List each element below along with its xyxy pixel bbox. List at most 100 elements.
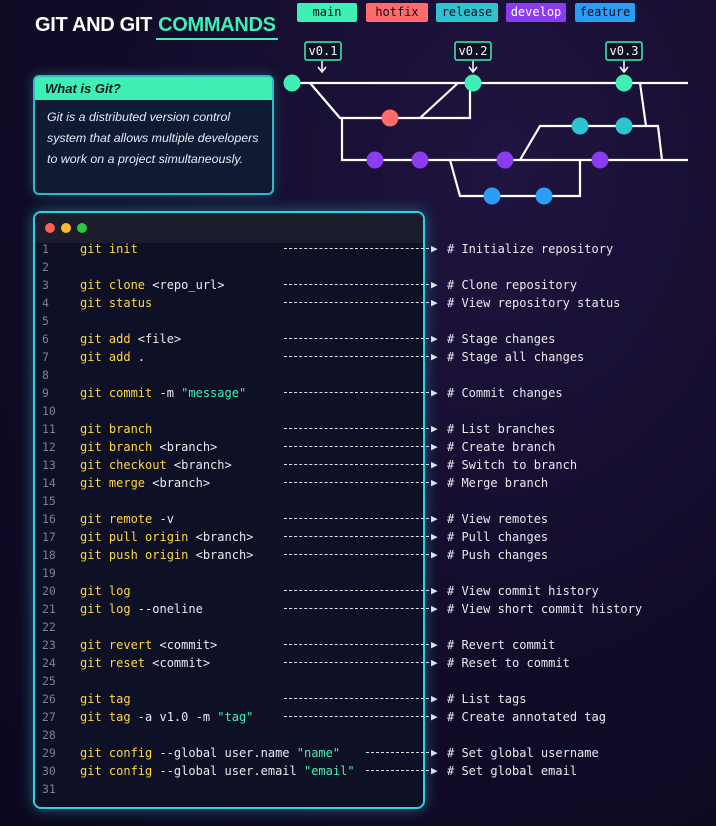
commit-hotfix: [381, 109, 399, 127]
command-comment: # Revert commit: [447, 638, 556, 652]
merge-line-1: [419, 82, 459, 119]
dashed-arrow: [284, 302, 434, 303]
commit-release-2: [615, 117, 633, 135]
command-keyword: git pull origin: [80, 530, 189, 544]
command-text: git tag -a v1.0 -m "tag": [80, 708, 253, 726]
command-string: "tag": [217, 710, 254, 724]
develop-branch-line: [340, 118, 688, 162]
command-text: git pull origin <branch>: [80, 528, 253, 546]
terminal-window: [33, 211, 425, 809]
command-text: git reset <commit>: [80, 654, 210, 672]
line-number: 6: [42, 332, 49, 346]
title-main: GIT AND GIT: [35, 14, 153, 36]
command-text: git config --global user.email "email": [80, 762, 355, 780]
command-argument: .: [130, 350, 146, 364]
arrow-head-icon: ▶: [431, 638, 438, 651]
command-row: 22: [0, 618, 716, 636]
command-comment: # Stage changes: [447, 332, 556, 346]
command-text: git status: [80, 294, 152, 312]
line-number: 10: [42, 404, 56, 418]
legend-main: main: [297, 3, 357, 22]
command-keyword: git commit: [80, 386, 153, 400]
line-number: 1: [42, 242, 49, 256]
line-number: 18: [42, 548, 56, 562]
arrow-head-icon: ▶: [431, 764, 438, 777]
arrow-head-icon: ▶: [431, 242, 438, 255]
arrow-head-icon: ▶: [431, 548, 438, 561]
command-keyword: git config: [80, 764, 153, 778]
commit-main-3: [615, 74, 633, 92]
dashed-arrow: [284, 554, 434, 555]
line-number: 9: [42, 386, 49, 400]
line-number: 20: [42, 584, 56, 598]
command-row: 28: [0, 726, 716, 744]
command-argument: --global user.email: [152, 764, 304, 778]
arrow-head-icon: ▶: [431, 422, 438, 435]
command-text: git init: [80, 240, 138, 258]
commit-feature-2: [535, 187, 553, 205]
dashed-arrow: [284, 482, 434, 483]
command-keyword: git add: [80, 350, 131, 364]
legend-release: release: [436, 3, 498, 22]
command-keyword: git tag: [80, 692, 131, 706]
line-number: 22: [42, 620, 56, 634]
command-keyword: git branch: [80, 422, 153, 436]
arrow-head-icon: ▶: [431, 530, 438, 543]
command-comment: # Merge branch: [447, 476, 549, 490]
command-argument: <commit>: [145, 656, 211, 670]
command-argument: <branch>: [152, 440, 218, 454]
release-branch-line: [519, 124, 664, 161]
arrow-head-icon: ▶: [431, 386, 438, 399]
command-comment: # Set global email: [447, 764, 578, 778]
arrow-head-icon: ▶: [431, 710, 438, 723]
line-number: 5: [42, 314, 49, 328]
arrow-head-icon: ▶: [431, 692, 438, 705]
command-argument: <branch>: [188, 548, 254, 562]
line-number: 14: [42, 476, 56, 490]
command-comment: # Pull changes: [447, 530, 549, 544]
info-card: What is Git? Git is a distributed versio…: [33, 75, 274, 195]
command-text: git branch: [80, 420, 152, 438]
line-number: 4: [42, 296, 49, 310]
command-keyword: git add: [80, 332, 131, 346]
command-row: 15: [0, 492, 716, 510]
line-number: 25: [42, 674, 56, 688]
line-number: 21: [42, 602, 56, 616]
command-comment: # Switch to branch: [447, 458, 578, 472]
command-text: git log: [80, 582, 131, 600]
command-keyword: git push origin: [80, 548, 189, 562]
command-argument: <branch>: [188, 530, 254, 544]
dashed-arrow: [284, 446, 434, 447]
command-string: "message": [181, 386, 247, 400]
line-number: 17: [42, 530, 56, 544]
dashed-arrow: [284, 536, 434, 537]
command-argument: <commit>: [152, 638, 218, 652]
dashed-arrow: [284, 590, 434, 591]
line-number: 30: [42, 764, 56, 778]
command-text: git log --oneline: [80, 600, 203, 618]
terminal-titlebar: [35, 213, 423, 243]
version-tag-2: v0.2: [459, 44, 488, 58]
line-number: 23: [42, 638, 56, 652]
command-keyword: git remote: [80, 512, 153, 526]
command-comment: # Create branch: [447, 440, 556, 454]
line-number: 16: [42, 512, 56, 526]
feature-branch-line: [448, 159, 582, 198]
commit-main-2: [464, 74, 482, 92]
line-number: 28: [42, 728, 56, 742]
line-number: 29: [42, 746, 56, 760]
branch-graph: v0.1 v0.2 v0.3: [283, 41, 688, 205]
command-row: 30 git config --global user.email "email"…: [0, 762, 716, 780]
command-keyword: git revert: [80, 638, 153, 652]
command-text: git revert <commit>: [80, 636, 217, 654]
arrow-head-icon: ▶: [431, 602, 438, 615]
legend-hotfix: hotfix: [366, 3, 428, 22]
command-keyword: git init: [80, 242, 138, 256]
command-keyword: git branch: [80, 440, 153, 454]
arrow-head-icon: ▶: [431, 476, 438, 489]
line-number: 24: [42, 656, 56, 670]
